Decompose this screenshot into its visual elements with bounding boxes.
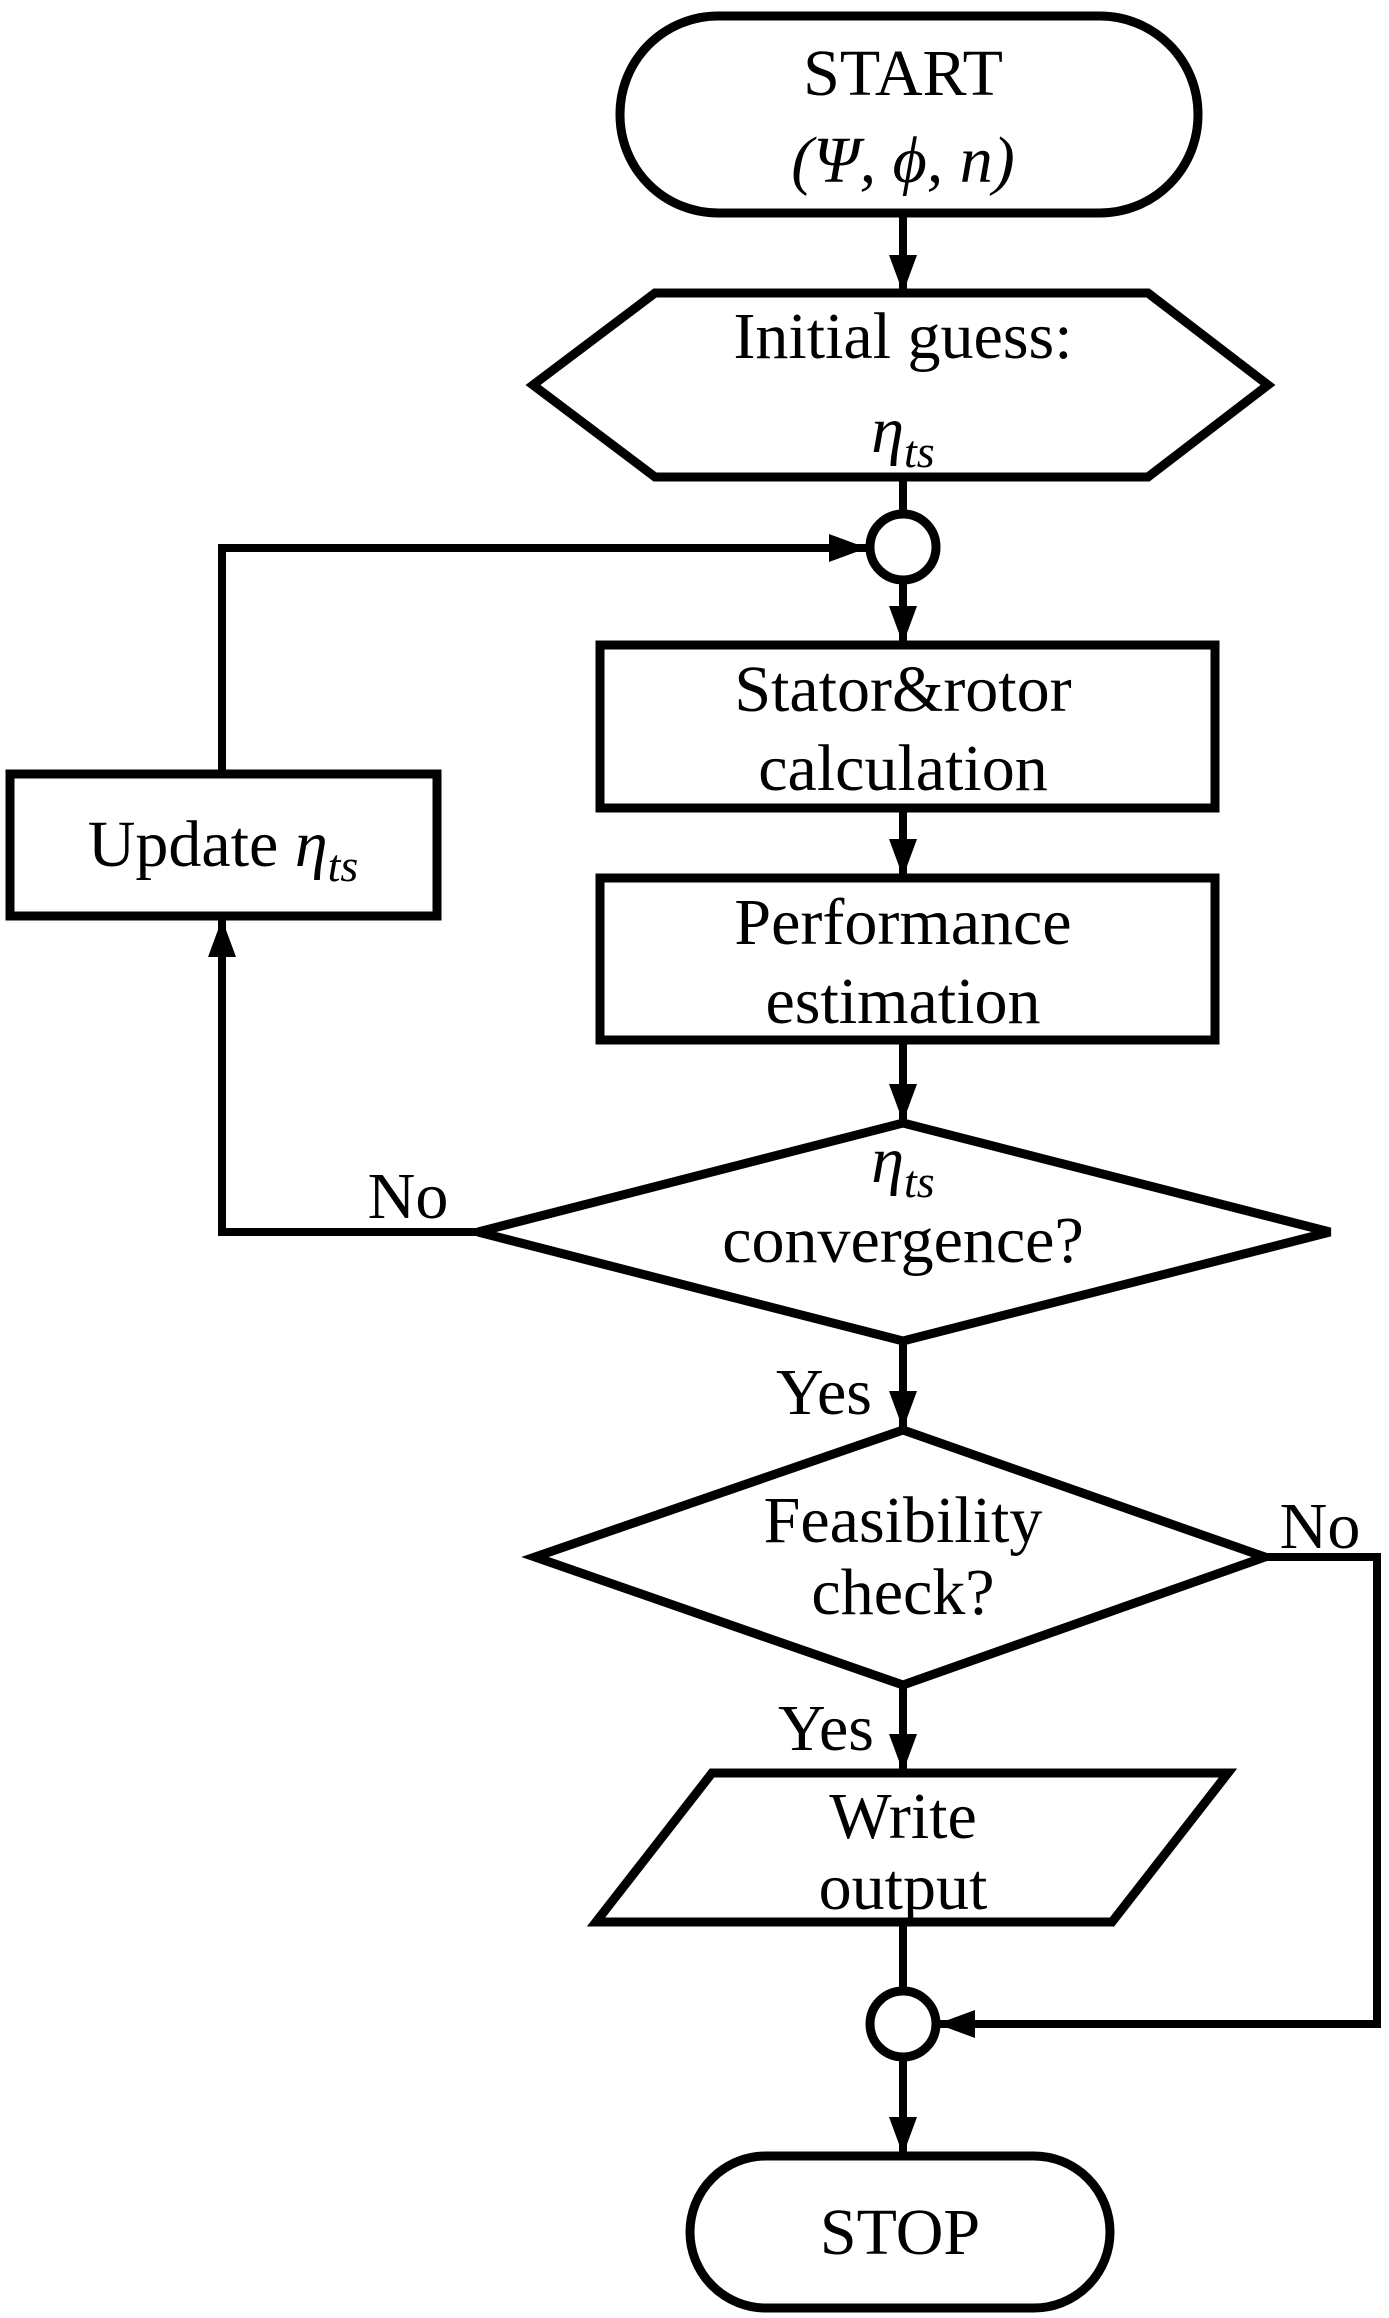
edge-update-to-junction1 bbox=[218, 534, 867, 774]
convergence-symbol: ηts bbox=[871, 1124, 934, 1207]
update-eta-label: Update ηts bbox=[88, 808, 359, 891]
update-eta-process bbox=[5, 769, 442, 921]
eta-symbol: η bbox=[295, 808, 328, 881]
stator-rotor-label-line2: calculation bbox=[758, 732, 1048, 805]
eta-subscript: ts bbox=[328, 840, 359, 891]
convergence-decision-diamond bbox=[476, 1118, 1332, 1346]
initial-guess-symbol: ηts bbox=[871, 394, 934, 477]
feasibility-no-label: No bbox=[1280, 1490, 1361, 1563]
write-output-parallelogram bbox=[586, 1768, 1238, 1927]
update-prefix: Update bbox=[88, 808, 295, 881]
write-output-label-line2: output bbox=[819, 1851, 988, 1924]
feasibility-yes-label: Yes bbox=[778, 1692, 874, 1765]
eta-subscript: ts bbox=[904, 426, 935, 477]
stop-terminator bbox=[685, 2151, 1115, 2313]
convergence-yes-label: Yes bbox=[776, 1356, 872, 1429]
performance-label-line2: estimation bbox=[766, 965, 1041, 1038]
convergence-label: convergence? bbox=[722, 1204, 1084, 1277]
convergence-no-label: No bbox=[368, 1160, 449, 1233]
feasibility-decision-diamond bbox=[521, 1425, 1279, 1690]
eta-symbol: η bbox=[871, 394, 904, 467]
start-label: START bbox=[803, 37, 1003, 110]
write-output-label-line1: Write bbox=[829, 1780, 977, 1853]
eta-subscript: ts bbox=[904, 1156, 935, 1207]
performance-label-line1: Performance bbox=[734, 886, 1071, 959]
eta-symbol: η bbox=[871, 1124, 904, 1197]
stator-rotor-process bbox=[595, 640, 1220, 813]
start-parameters-label: (Ψ, ϕ, n) bbox=[791, 124, 1015, 197]
junction-circle-2 bbox=[865, 1986, 941, 2062]
junction-circle-1 bbox=[865, 509, 941, 585]
performance-process bbox=[595, 873, 1220, 1045]
stator-rotor-label-line1: Stator&rotor bbox=[734, 653, 1071, 726]
feasibility-label-line1: Feasibility bbox=[764, 1484, 1043, 1557]
edge-convergence-no-to-update bbox=[208, 919, 478, 1236]
stop-label: STOP bbox=[820, 2196, 980, 2269]
edge-feasibility-no-to-junction2 bbox=[937, 1553, 1381, 2038]
start-terminator bbox=[615, 11, 1203, 218]
feasibility-label-line2: check? bbox=[811, 1556, 994, 1629]
initial-guess-hexagon bbox=[525, 288, 1276, 482]
initial-guess-label: Initial guess: bbox=[733, 300, 1072, 373]
